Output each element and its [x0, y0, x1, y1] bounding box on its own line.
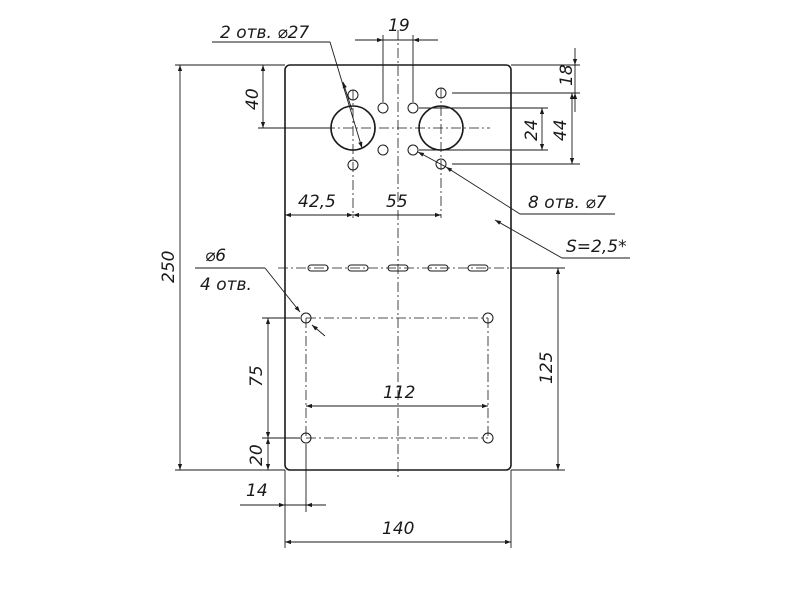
label-dim-55: 55 — [386, 192, 408, 212]
label-dim-250: 250 — [159, 251, 179, 283]
label-dim-40: 40 — [243, 88, 263, 110]
large-hole-left — [330, 105, 376, 151]
label-holes-27: 2 отв. ⌀27 — [220, 23, 309, 43]
labels: 2 отв. ⌀27 19 18 40 24 44 42,5 55 8 отв.… — [159, 16, 627, 539]
slots-row — [307, 264, 489, 272]
label-holes-7: 8 отв. ⌀7 — [528, 193, 607, 213]
dimension-lines — [177, 37, 578, 545]
leader-lines — [195, 41, 630, 337]
label-dim-125: 125 — [537, 352, 557, 384]
label-dim-140: 140 — [382, 519, 414, 539]
holes-6 — [300, 312, 494, 444]
small-holes-7 — [347, 87, 447, 171]
center-lines — [278, 30, 560, 480]
label-dim-44: 44 — [551, 119, 571, 141]
label-dim-112: 112 — [383, 383, 415, 403]
label-dim-20: 20 — [247, 444, 267, 466]
label-thickness: S=2,5* — [566, 237, 627, 257]
label-hole-6: ⌀6 — [205, 246, 226, 266]
label-holes-6-count: 4 отв. — [200, 275, 252, 295]
label-dim-75: 75 — [247, 365, 267, 387]
label-dim-24: 24 — [522, 119, 542, 141]
label-dim-42-5: 42,5 — [298, 192, 336, 212]
label-dim-18: 18 — [557, 64, 577, 86]
label-dim-14: 14 — [246, 481, 268, 501]
label-dim-19: 19 — [388, 16, 410, 36]
